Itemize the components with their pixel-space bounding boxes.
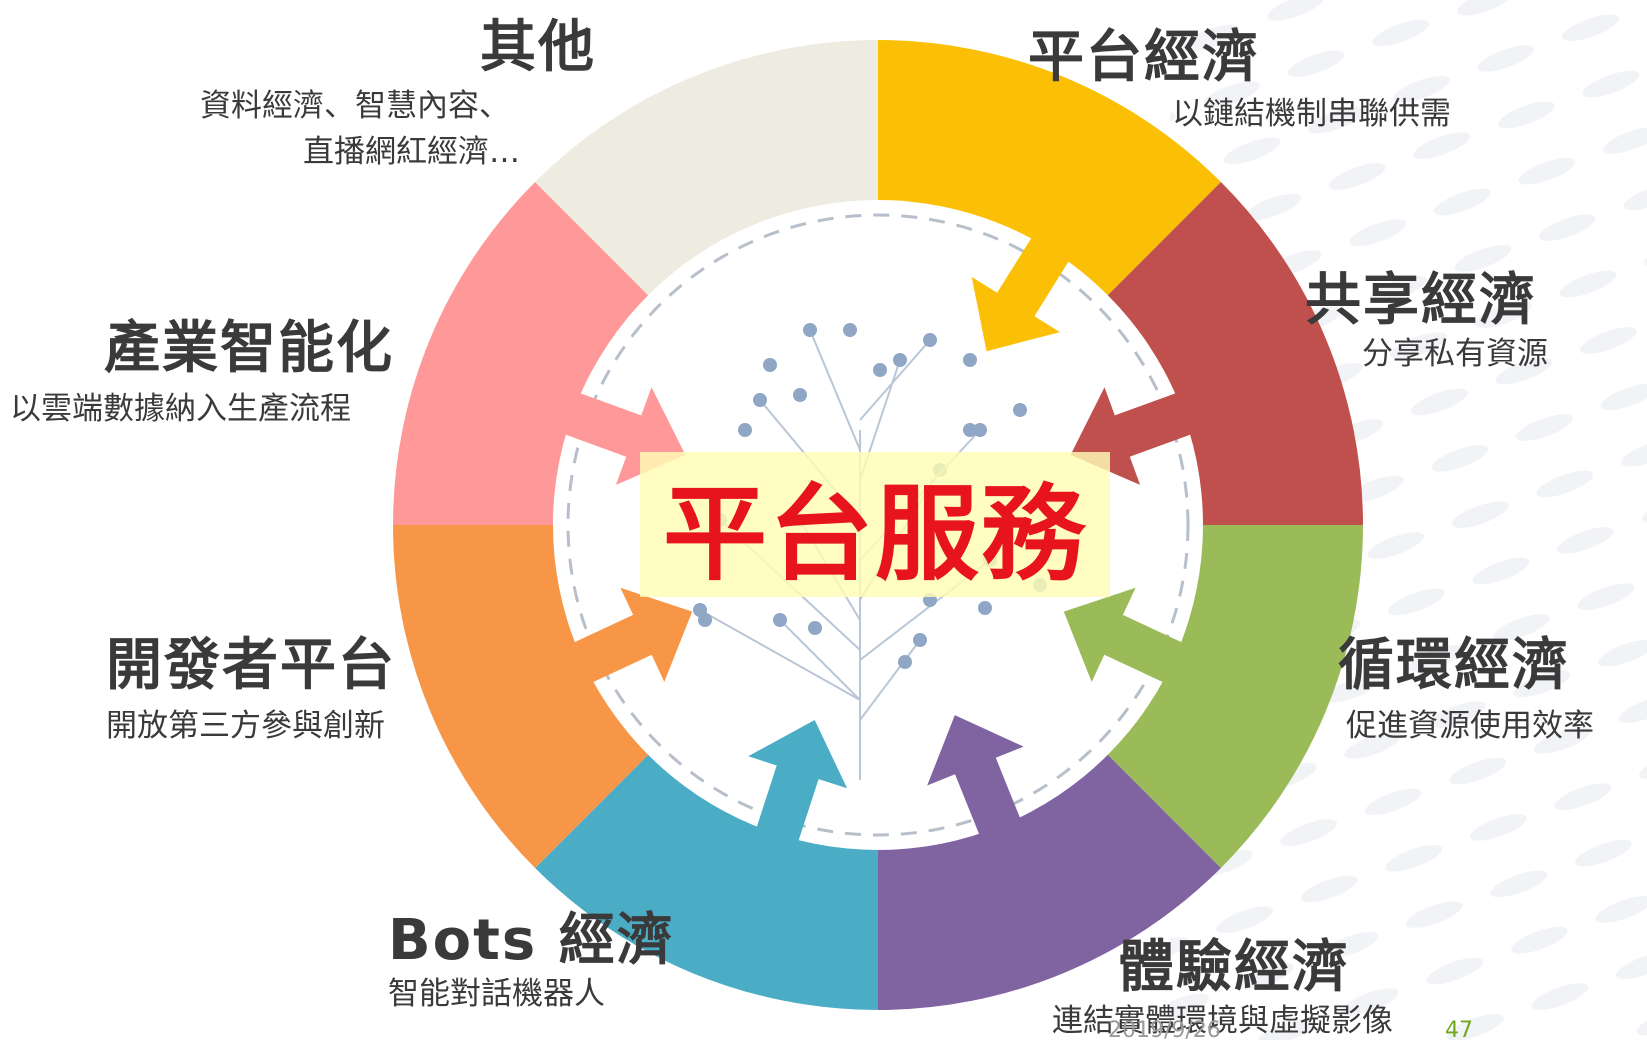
circuit-node bbox=[808, 621, 822, 635]
circuit-line bbox=[859, 339, 931, 421]
arrow-bots bbox=[748, 720, 848, 846]
circuit-line bbox=[859, 639, 921, 721]
arrow-developer bbox=[569, 587, 693, 685]
label-developer-subtitle: 開放第三方參與創新 bbox=[106, 708, 385, 744]
label-bots-title: Bots 經濟 bbox=[388, 908, 675, 973]
circuit-node bbox=[973, 423, 987, 437]
circuit-node bbox=[753, 393, 767, 407]
circuit-node bbox=[923, 333, 937, 347]
label-bots-subtitle: 智能對話機器人 bbox=[388, 976, 605, 1012]
label-circular-title: 循環經濟 bbox=[1338, 633, 1570, 698]
circuit-node bbox=[698, 613, 712, 627]
circuit-node bbox=[738, 423, 752, 437]
label-industry-subtitle: 以雲端數據納入生產流程 bbox=[10, 391, 351, 427]
label-experience-subtitle: 連結實體環境與虛擬影像 bbox=[1052, 1003, 1393, 1039]
arrow-experience bbox=[927, 715, 1024, 840]
arrow-circular bbox=[1063, 587, 1187, 685]
label-circular-subtitle: 促進資源使用效率 bbox=[1346, 708, 1594, 744]
arrow-platform bbox=[971, 233, 1072, 352]
label-developer-title: 開發者平台 bbox=[106, 633, 396, 698]
center-highlight bbox=[640, 452, 1110, 597]
circuit-line bbox=[779, 619, 861, 701]
label-platform-subtitle: 以鏈結機制串聯供需 bbox=[1172, 96, 1451, 132]
label-platform-title: 平台經濟 bbox=[1028, 25, 1260, 90]
dashed-orbit bbox=[566, 213, 1190, 837]
circuit-node bbox=[843, 323, 857, 337]
circuit-node bbox=[963, 353, 977, 367]
footer-date: 2019/9/26 bbox=[1108, 1018, 1221, 1043]
circuit-line bbox=[809, 329, 861, 451]
circuit-node bbox=[963, 423, 977, 437]
label-sharing-subtitle: 分享私有資源 bbox=[1362, 336, 1548, 372]
footer-page-number: 47 bbox=[1445, 1018, 1473, 1043]
label-industry-title: 產業智能化 bbox=[104, 316, 394, 381]
circuit-node bbox=[1013, 403, 1027, 417]
label-other-subtitle-line2: 直播網紅經濟… bbox=[303, 134, 520, 170]
label-experience-title: 體驗經濟 bbox=[1118, 935, 1350, 1000]
circuit-node bbox=[913, 633, 927, 647]
label-other-subtitle-line1: 資料經濟、智慧內容、 bbox=[200, 88, 510, 124]
label-other-title: 其他 bbox=[480, 15, 596, 80]
circuit-node bbox=[873, 363, 887, 377]
circuit-node bbox=[803, 323, 817, 337]
center-title: 平台服務 bbox=[662, 473, 1087, 595]
circuit-node bbox=[898, 655, 912, 669]
circuit-node bbox=[773, 613, 787, 627]
circuit-node bbox=[978, 601, 992, 615]
circuit-node bbox=[763, 358, 777, 372]
circuit-node bbox=[793, 388, 807, 402]
circuit-node bbox=[893, 353, 907, 367]
arrows bbox=[560, 233, 1196, 846]
circuit-line bbox=[699, 609, 861, 701]
label-sharing-title: 共享經濟 bbox=[1305, 268, 1537, 333]
